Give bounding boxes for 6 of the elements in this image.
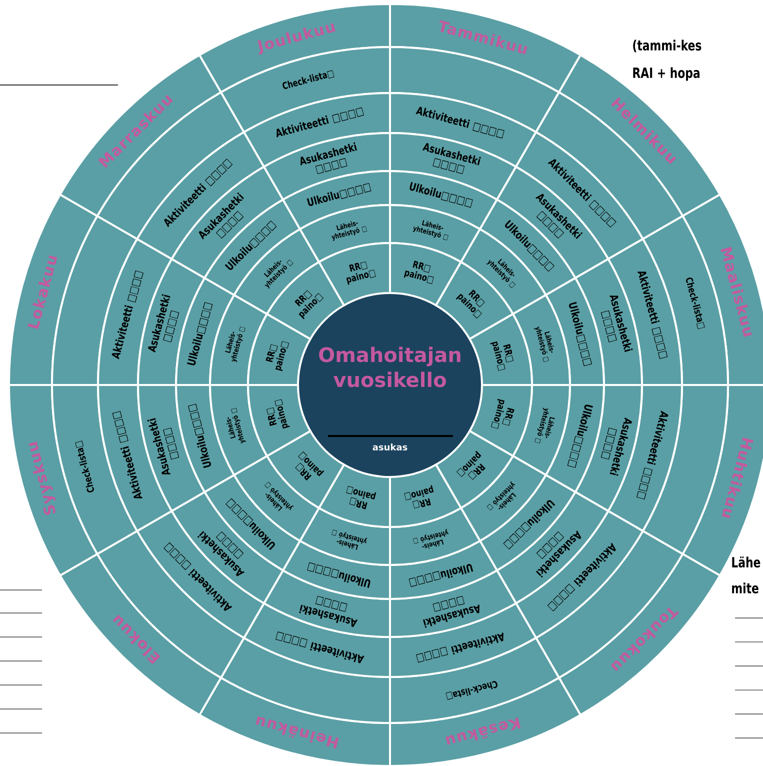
note-text: Lähe xyxy=(732,556,760,568)
note-text: RAI + hopa xyxy=(633,67,700,81)
note-text: (tammi-kes xyxy=(633,40,702,52)
note-text: mite xyxy=(732,582,758,594)
hub-title: Omahoitajan vuosikello xyxy=(319,346,460,388)
hub-caption: asukas xyxy=(372,444,408,450)
